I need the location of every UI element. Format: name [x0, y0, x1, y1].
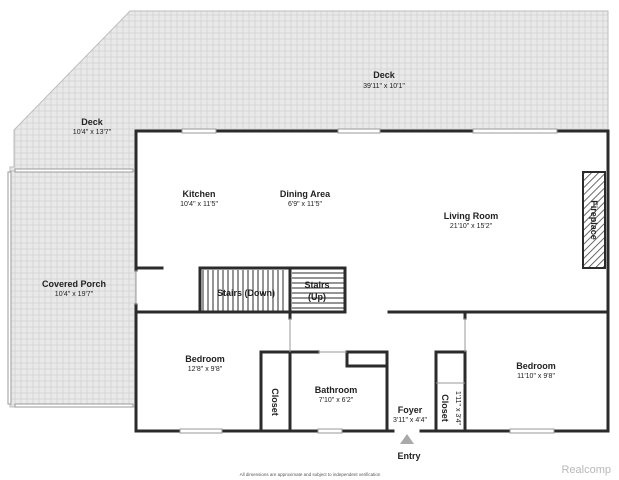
- room-labels: Deck 39'11" x 10'1" Deck 10'4" x 13'7" C…: [42, 70, 599, 477]
- closet-right-dims: 1'11" x 3'4": [454, 391, 461, 425]
- bedroom-left-dims: 12'8" x 9'8": [188, 366, 223, 373]
- fireplace-hearth: [582, 171, 606, 269]
- entry-arrow: [400, 434, 414, 444]
- deck-top-dims: 39'11" x 10'1": [363, 83, 405, 90]
- stairs-down-label: Stairs (Down): [217, 288, 275, 298]
- dining-dims: 6'9" x 11'5": [288, 201, 322, 208]
- foyer-dims: 3'11" x 4'4": [393, 417, 427, 424]
- stairs-up-label-line2: (Up): [308, 292, 326, 302]
- kitchen-name: Kitchen: [182, 189, 215, 199]
- kitchen-dims: 10'4" x 11'5": [180, 201, 218, 208]
- porch-railings: [7, 168, 134, 408]
- closet-right-label: Closet: [440, 394, 450, 422]
- bathroom-dims: 7'10" x 6'2": [319, 397, 354, 404]
- living-dims: 21'10" x 15'2": [450, 223, 493, 230]
- covered-porch-dims: 10'4" x 19'7": [55, 291, 94, 298]
- entry-label: Entry: [397, 451, 420, 461]
- stairs-up-treads: [292, 272, 345, 309]
- bedroom-right-dims: 11'10" x 9'8": [517, 373, 555, 380]
- windows: [179, 128, 558, 434]
- realcomp-watermark: Realcomp: [561, 464, 611, 476]
- stairs-down-treads: [202, 270, 284, 312]
- covered-porch-name: Covered Porch: [42, 279, 106, 289]
- bedroom-left-name: Bedroom: [185, 354, 225, 364]
- foyer-name: Foyer: [398, 405, 423, 415]
- deck-left-name: Deck: [81, 117, 104, 127]
- fireplace-label: Fireplace: [589, 200, 599, 240]
- stairs-up-label-line1: Stairs: [304, 280, 329, 290]
- covered-porch-area: [9, 170, 137, 408]
- deck-top-name: Deck: [373, 70, 396, 80]
- bathroom-name: Bathroom: [315, 385, 358, 395]
- interior-floor: [136, 131, 608, 431]
- living-name: Living Room: [444, 211, 499, 221]
- dining-name: Dining Area: [280, 189, 331, 199]
- deck-left-dims: 10'4" x 13'7": [73, 129, 112, 136]
- closet-left-label: Closet: [270, 388, 280, 416]
- wall-details: [135, 270, 466, 384]
- disclaimer-text: All dimensions are approximate and subje…: [240, 472, 381, 477]
- bedroom-right-name: Bedroom: [516, 361, 556, 371]
